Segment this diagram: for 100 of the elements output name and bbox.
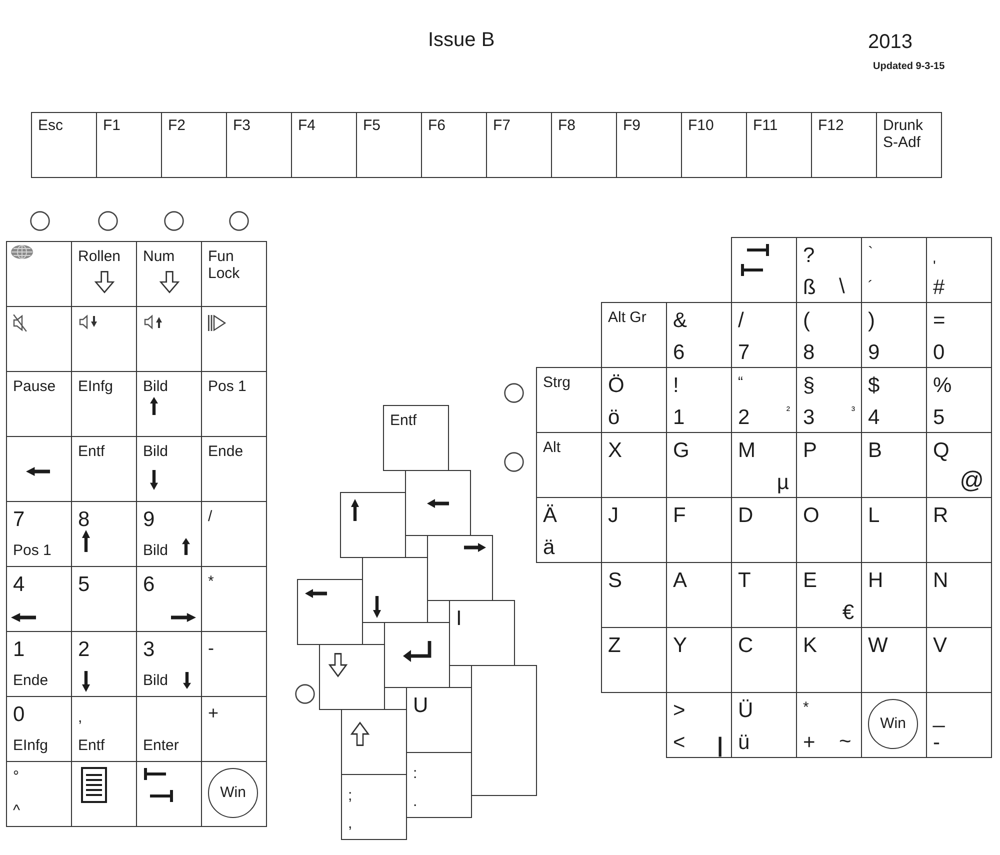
- keyboard-key: [383, 405, 449, 471]
- key-legend: Bild: [143, 378, 168, 396]
- key-legend: -: [208, 638, 214, 659]
- key-legend: Alt: [543, 439, 561, 456]
- key-legend: ;: [348, 787, 352, 804]
- key-legend: (: [803, 309, 810, 334]
- key-legend: µ: [776, 470, 789, 495]
- key-legend: Entf: [78, 736, 105, 754]
- key-legend: :: [413, 765, 418, 782]
- key-legend: E: [803, 569, 818, 594]
- key-legend: ³: [851, 405, 855, 418]
- key-legend: 6: [143, 573, 155, 598]
- key-legend: ,: [348, 814, 352, 832]
- key-legend: Esc: [38, 117, 64, 134]
- key-legend: Ü: [738, 699, 754, 724]
- keyboard-key: [6, 241, 72, 307]
- key-legend: Ende: [13, 672, 48, 689]
- keyboard-key: [319, 644, 385, 710]
- keyboard-key: [666, 692, 732, 758]
- keyboard-key: [876, 112, 942, 178]
- key-legend: +: [803, 730, 816, 755]
- key-legend: 3: [143, 638, 155, 662]
- key-legend: P: [803, 439, 818, 464]
- key-legend: _: [933, 705, 945, 730]
- key-legend: H: [868, 569, 884, 594]
- key-legend: “: [738, 374, 743, 392]
- key-legend: EInfg: [78, 378, 114, 396]
- key-legend: F5: [363, 117, 381, 134]
- key-legend: I: [456, 607, 462, 632]
- key-legend: F12: [818, 117, 844, 134]
- update-date: Updated 9-3-15: [873, 61, 945, 72]
- keyboard-key: [341, 709, 407, 775]
- key-legend: $: [868, 374, 880, 398]
- circled-key-legend: Win: [208, 768, 258, 818]
- key-legend: C: [738, 634, 754, 658]
- keyboard-key: [551, 112, 617, 178]
- key-legend: !: [673, 374, 679, 398]
- key-legend: 2: [738, 406, 750, 430]
- key-legend: ?: [803, 244, 815, 268]
- key-legend: Bild: [143, 672, 168, 689]
- keyboard-key: [6, 761, 72, 827]
- keyboard-key: [471, 665, 537, 796]
- key-legend: 9: [868, 340, 880, 365]
- key-legend: 8: [803, 340, 815, 365]
- key-legend: =: [933, 309, 946, 334]
- key-legend: T: [738, 569, 751, 594]
- keyboard-key: [384, 622, 450, 688]
- key-legend: B: [868, 439, 882, 464]
- key-legend: ´: [868, 278, 873, 295]
- key-legend: R: [933, 504, 948, 528]
- keyboard-key: [731, 237, 797, 303]
- key-legend: §: [803, 374, 815, 398]
- key-legend: F4: [298, 117, 316, 134]
- key-legend: 7: [13, 508, 25, 532]
- key-legend: L: [868, 504, 880, 528]
- key-legend: G: [673, 439, 690, 464]
- key-legend: <: [673, 730, 686, 755]
- key-legend: ~: [839, 730, 852, 754]
- year-label: 2013: [868, 31, 912, 54]
- key-legend: -: [933, 730, 940, 755]
- keyboard-key: [601, 627, 667, 693]
- key-legend: 0: [933, 340, 945, 365]
- key-legend: ^: [13, 802, 20, 819]
- key-legend: °: [13, 768, 19, 786]
- keyboard-key: [362, 557, 428, 623]
- key-legend: N: [933, 569, 948, 594]
- key-legend: 9: [143, 508, 155, 532]
- key-legend: €: [842, 600, 854, 625]
- key-legend: ²: [786, 405, 790, 418]
- keyboard-key: [96, 112, 162, 178]
- key-legend: O: [803, 504, 820, 528]
- key-legend: F2: [168, 117, 186, 134]
- key-legend: M: [738, 439, 756, 464]
- key-legend: A: [673, 569, 688, 594]
- circled-key-legend: Win: [868, 699, 918, 749]
- keyboard-key: [297, 579, 363, 645]
- key-legend: F6: [428, 117, 446, 134]
- key-legend: EInfg: [13, 736, 48, 754]
- keyboard-key: [486, 112, 552, 178]
- keyboard-key: [811, 112, 877, 178]
- key-legend: \: [839, 274, 845, 299]
- key-legend: &: [673, 309, 688, 334]
- key-legend: W: [868, 634, 888, 658]
- key-legend: *: [803, 699, 809, 716]
- key-legend: Ende: [208, 443, 244, 460]
- keyboard-key: [681, 112, 747, 178]
- issue-label: Issue B: [428, 29, 495, 52]
- key-legend: 5: [933, 406, 945, 430]
- key-legend: F7: [493, 117, 511, 134]
- key-legend: +: [208, 703, 219, 724]
- key-legend: ö: [608, 406, 620, 430]
- key-legend: F8: [558, 117, 576, 134]
- keyboard-key: [405, 470, 471, 536]
- keyboard-key: [31, 112, 97, 178]
- key-legend: 8: [78, 508, 90, 532]
- keyboard-key: [356, 112, 422, 178]
- key-legend: 1: [13, 638, 25, 662]
- key-legend: ,: [78, 709, 82, 726]
- key-legend: Rollen: [78, 248, 121, 266]
- keyboard-key: [926, 692, 992, 758]
